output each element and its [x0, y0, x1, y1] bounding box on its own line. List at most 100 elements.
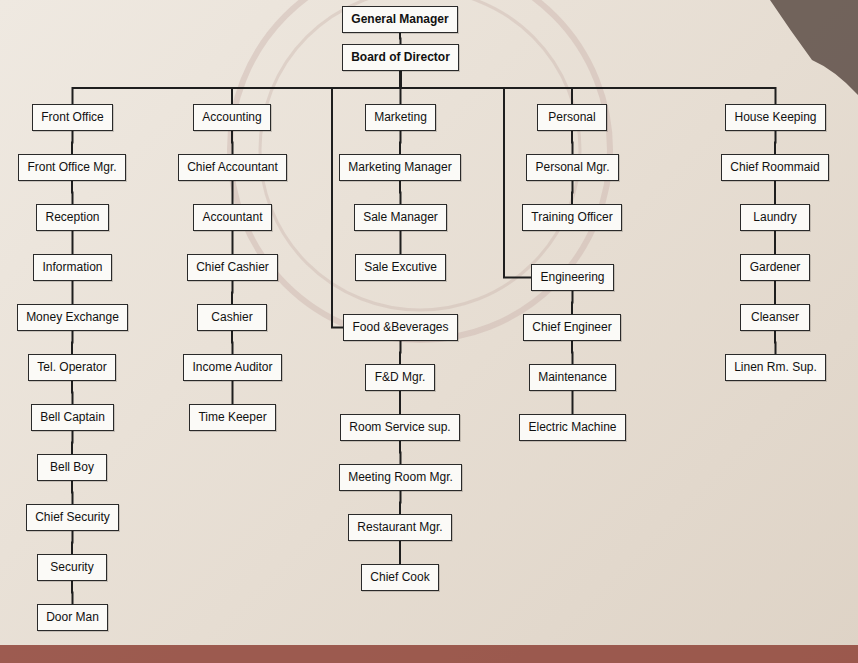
org-connector [774, 181, 776, 204]
department-box: Sale Excutive [355, 254, 446, 281]
position-title: Accountant [202, 210, 263, 224]
org-connector [72, 231, 74, 254]
position-title: Food &Beverages [352, 320, 449, 334]
position-title: Linen Rm. Sup. [734, 360, 817, 374]
department-box: House Keeping [725, 104, 826, 131]
position-title: Training Officer [531, 210, 613, 224]
position-title: Information [42, 260, 103, 274]
executive-box: General Manager [342, 6, 458, 33]
department-box: Restaurant Mgr. [348, 514, 452, 541]
position-title: General Manager [351, 12, 449, 26]
org-connector [399, 491, 402, 514]
position-title: Chief Engineer [532, 320, 612, 334]
position-title: Room Service sup. [349, 420, 451, 434]
org-connector [399, 541, 401, 564]
position-title: Meeting Room Mgr. [348, 470, 453, 484]
org-connector [571, 291, 574, 314]
department-box: Information [33, 254, 112, 281]
department-box: Cashier [197, 304, 267, 331]
department-box: Chief Accountant [178, 154, 287, 181]
department-box: Marketing Manager [339, 154, 461, 181]
department-box: Tel. Operator [28, 354, 116, 381]
department-box: Front Office Mgr. [18, 154, 126, 181]
department-box: Marketing [365, 104, 436, 131]
department-box: Chief Cook [361, 564, 439, 591]
org-connector [400, 231, 402, 254]
org-connector [71, 481, 74, 504]
department-box: Accounting [193, 104, 271, 131]
position-title: Electric Machine [528, 420, 617, 434]
department-box: Security [37, 554, 107, 581]
bottom-band [0, 645, 858, 663]
position-title: Bell Boy [46, 460, 98, 474]
org-connector [399, 391, 401, 414]
position-title: Sale Manager [363, 210, 438, 224]
org-connector [231, 331, 234, 354]
position-title: Door Man [46, 610, 99, 624]
position-title: Cleanser [749, 310, 801, 324]
org-connector [774, 231, 776, 254]
org-connector [571, 181, 574, 204]
position-title: Money Exchange [26, 310, 119, 324]
position-title: Reception [45, 210, 100, 224]
position-title: Front Office Mgr. [27, 160, 117, 174]
position-title: Chief Accountant [187, 160, 278, 174]
department-box: Chief Roommaid [721, 154, 829, 181]
department-box: Linen Rm. Sup. [725, 354, 826, 381]
org-connector [71, 381, 74, 404]
position-title: F&D Mgr. [374, 370, 426, 384]
department-box: Training Officer [522, 204, 622, 231]
org-connector [231, 281, 234, 304]
position-title: Laundry [749, 210, 801, 224]
department-box: Chief Cashier [187, 254, 278, 281]
department-box: Personal [537, 104, 607, 131]
position-title: Front Office [41, 110, 104, 124]
position-title: Chief Roommaid [730, 160, 820, 174]
position-title: Engineering [540, 270, 605, 284]
position-title: Income Auditor [192, 360, 273, 374]
department-box: Chief Security [26, 504, 119, 531]
department-box: Sale Manager [354, 204, 447, 231]
position-title: Security [46, 560, 98, 574]
position-title: Marketing [374, 110, 427, 124]
department-box: Personal Mgr. [526, 154, 619, 181]
position-title: Board of Director [351, 50, 450, 64]
org-connector [774, 281, 776, 304]
department-box: Maintenance [529, 364, 616, 391]
position-title: Accounting [202, 110, 262, 124]
department-box: Engineering [531, 264, 614, 291]
org-connector [399, 33, 402, 44]
org-connector [571, 131, 574, 154]
org-connector [232, 231, 234, 254]
position-title: Chief Security [35, 510, 110, 524]
department-box: Time Keeper [189, 404, 276, 431]
position-title: Chief Cook [370, 570, 430, 584]
org-connector [232, 181, 234, 204]
position-title: Chief Cashier [196, 260, 269, 274]
department-box: Bell Captain [31, 404, 114, 431]
department-box: Room Service sup. [340, 414, 460, 441]
org-connector [774, 331, 777, 354]
org-connector [572, 391, 574, 414]
position-title: Marketing Manager [348, 160, 452, 174]
org-connector [232, 381, 234, 404]
position-title: Bell Captain [40, 410, 105, 424]
department-box: Accountant [193, 204, 272, 231]
department-box: Laundry [740, 204, 810, 231]
position-title: Tel. Operator [37, 360, 107, 374]
org-connector [71, 131, 74, 154]
position-title: Time Keeper [198, 410, 267, 424]
department-box: Money Exchange [17, 304, 128, 331]
department-box: Food &Beverages [343, 314, 458, 341]
department-box: Bell Boy [37, 454, 107, 481]
position-title: Personal [546, 110, 598, 124]
org-connector [71, 431, 74, 454]
department-box: Meeting Room Mgr. [339, 464, 462, 491]
executive-box: Board of Director [342, 44, 459, 71]
position-title: Cashier [206, 310, 258, 324]
org-connector [71, 331, 74, 354]
photo-smudge [770, 0, 858, 95]
position-title: Gardener [749, 260, 801, 274]
org-connector [72, 281, 74, 304]
